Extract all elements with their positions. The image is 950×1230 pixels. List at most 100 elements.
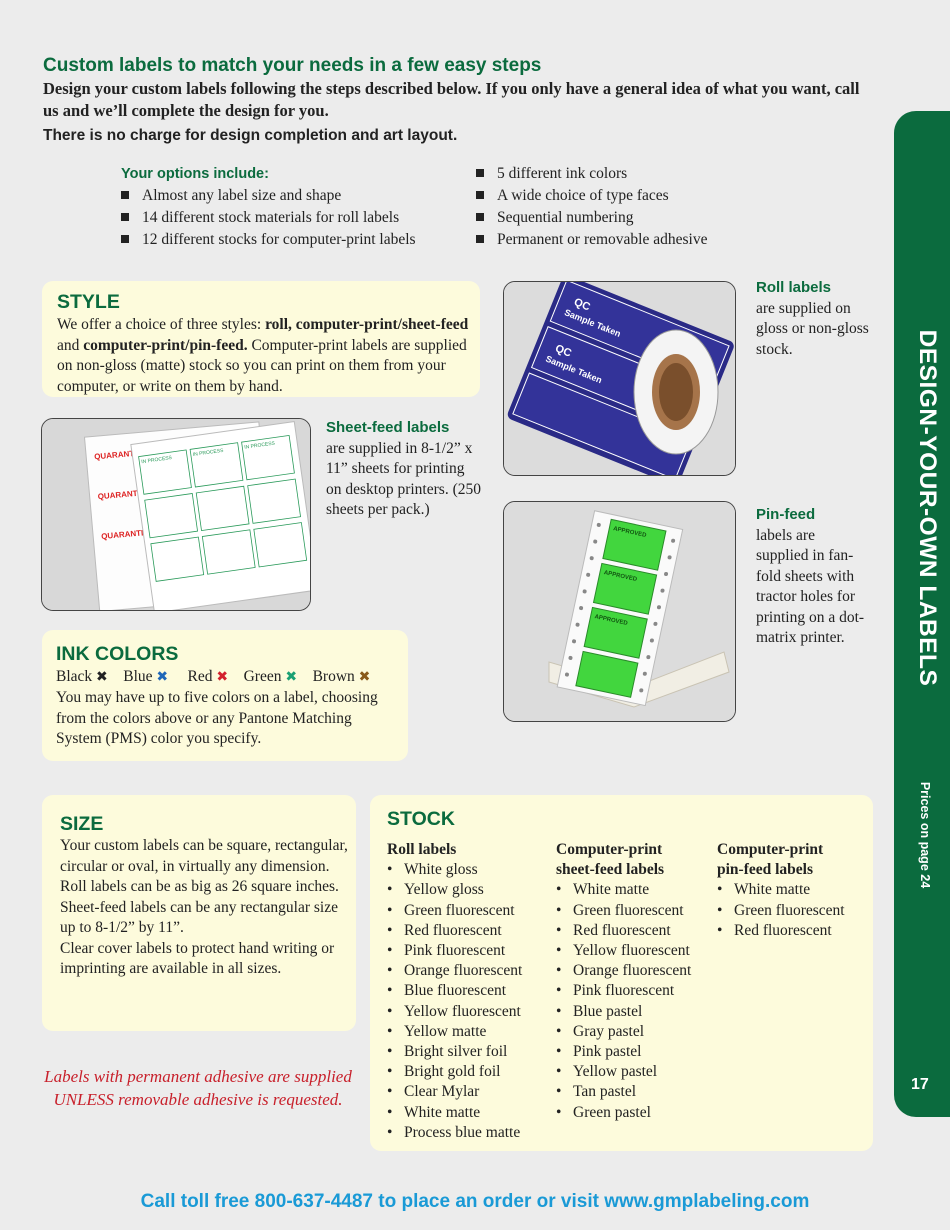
stock-item-label: Blue pastel [573,1002,643,1020]
stock-column-title: Computer-print [556,841,663,858]
list-item: A wide choice of type faces [476,185,707,207]
stock-column: Roll labels•White gloss•Yellow gloss•Gre… [387,840,522,1143]
bullet-icon: • [556,1002,562,1020]
stock-item-label: White gloss [404,861,478,879]
svg-text:IN PROCESS: IN PROCESS [192,448,224,458]
bullet-icon: • [556,921,562,939]
stock-item: •Yellow matte [387,1022,522,1042]
bullet-icon: • [387,1123,393,1141]
svg-text:QC: QC [553,343,573,360]
stock-item: •White matte [556,880,691,900]
style-heading: STYLE [57,291,120,313]
black-x-icon: ✖ [96,669,108,685]
ink-colors-box: INK COLORS Black ✖ Blue ✖ Red ✖ Green ✖ … [42,630,408,761]
bullet-icon: • [556,962,562,980]
pin-feed-illustration: APPROVED APPROVED APPROVED [504,502,735,721]
square-bullet-icon [476,169,484,178]
adhesive-note: Labels with permanent adhesive are suppl… [44,1067,352,1109]
stock-item: •Bright silver foil [387,1042,522,1062]
stock-column-title: Roll labels [387,841,457,858]
bullet-icon: • [556,1063,562,1081]
stock-item-label: Pink fluorescent [404,942,506,960]
brown-x-icon: ✖ [358,669,371,685]
page-title: Custom labels to match your needs in a f… [43,55,542,76]
ink-color-green: Green ✖ [243,668,298,685]
square-bullet-icon [476,213,484,222]
bullet-icon: • [387,1043,393,1061]
svg-text:IN PROCESS: IN PROCESS [141,455,173,465]
bullet-icon: • [387,1063,393,1081]
stock-item: •White matte [387,1103,522,1123]
bullet-icon: • [556,1103,562,1121]
stock-item-label: Yellow fluorescent [573,942,690,960]
sidebar-title: DESIGN-YOUR-OWN LABELS [914,329,941,687]
square-bullet-icon [476,191,484,200]
bullet-icon: • [387,861,393,879]
green-x-icon: ✖ [285,669,298,685]
stock-item-label: Green pastel [573,1103,651,1121]
stock-item: •Bright gold foil [387,1062,522,1082]
stock-item-label: Blue fluorescent [404,982,507,1000]
stock-item-label: Orange fluorescent [404,962,523,980]
stock-item: •Tan pastel [556,1082,691,1102]
bullet-icon: • [556,1083,562,1101]
bullet-icon: • [387,942,393,960]
stock-item: •Orange fluorescent [556,961,691,981]
square-bullet-icon [121,191,129,200]
stock-item: •Red fluorescent [387,921,522,941]
stock-item-label: Clear Mylar [404,1083,480,1101]
options-list-right: 5 different ink colors A wide choice of … [476,163,707,251]
stock-item-label: Pink fluorescent [573,982,675,1000]
bullet-icon: • [387,1002,393,1020]
ink-colors-text: You may have up to five colors on a labe… [56,689,378,747]
stock-item: •Green fluorescent [556,901,691,921]
bullet-icon: • [387,881,393,899]
stock-box: STOCK Roll labels•White gloss•Yellow glo… [370,795,873,1151]
red-x-icon: ✖ [216,669,229,685]
stock-item: • Yellow fluorescent [556,941,691,961]
bullet-icon: • [556,942,562,960]
stock-item: •Green fluorescent [717,901,845,921]
stock-item-label: Yellow fluorescent [404,1002,521,1020]
list-item: 12 different stocks for computer-print l… [121,229,416,251]
pin-feed-labels-photo: APPROVED APPROVED APPROVED [503,501,736,722]
square-bullet-icon [121,213,129,222]
footer-call-to-action: Call toll free 800-637-4487 to place an … [140,1191,810,1212]
stock-item: • Blue pastel [556,1002,691,1022]
size-text: Your custom labels can be square, rectan… [60,837,348,977]
stock-item-label: Red fluorescent [573,921,671,939]
stock-item-label: Green fluorescent [734,901,845,919]
list-item: Almost any label size and shape [121,185,416,207]
stock-item: • Green pastel [556,1103,691,1123]
stock-column-title: Computer-print [717,841,824,858]
stock-item: •Clear Mylar [387,1082,522,1102]
stock-item: •Red fluorescent [717,921,845,941]
list-item: Permanent or removable adhesive [476,229,707,251]
stock-item: •White matte [717,880,845,900]
roll-labels-illustration: QC Sample Taken QC Sample Taken [504,282,735,475]
options-list-left: Almost any label size and shape 14 diffe… [121,185,416,251]
bullet-icon: • [556,901,562,919]
style-text: We offer a choice of three styles: roll,… [57,316,469,395]
ink-color-swatches: Black ✖ Blue ✖ Red ✖ Green ✖ Brown ✖ [56,667,370,688]
list-item: 14 different stock materials for roll la… [121,207,416,229]
stock-item-label: Yellow pastel [573,1063,658,1081]
style-box: STYLE We offer a choice of three styles:… [42,281,480,397]
bullet-icon: • [556,982,562,1000]
stock-item: • White gloss [387,860,522,880]
stock-item: • Pink fluorescent [556,981,691,1001]
stock-item: • Yellow pastel [556,1062,691,1082]
no-charge-text: There is no charge for design completion… [43,127,458,144]
bullet-icon: • [387,901,393,919]
stock-item: •Gray pastel [556,1022,691,1042]
stock-item-label: Red fluorescent [404,921,502,939]
stock-item: •Blue fluorescent [387,981,522,1001]
square-bullet-icon [476,235,484,244]
sidebar-tab [894,111,950,1117]
stock-item: • Pink fluorescent [387,941,522,961]
stock-item-label: Yellow gloss [404,881,484,899]
stock-item-label: Yellow matte [404,1022,487,1040]
